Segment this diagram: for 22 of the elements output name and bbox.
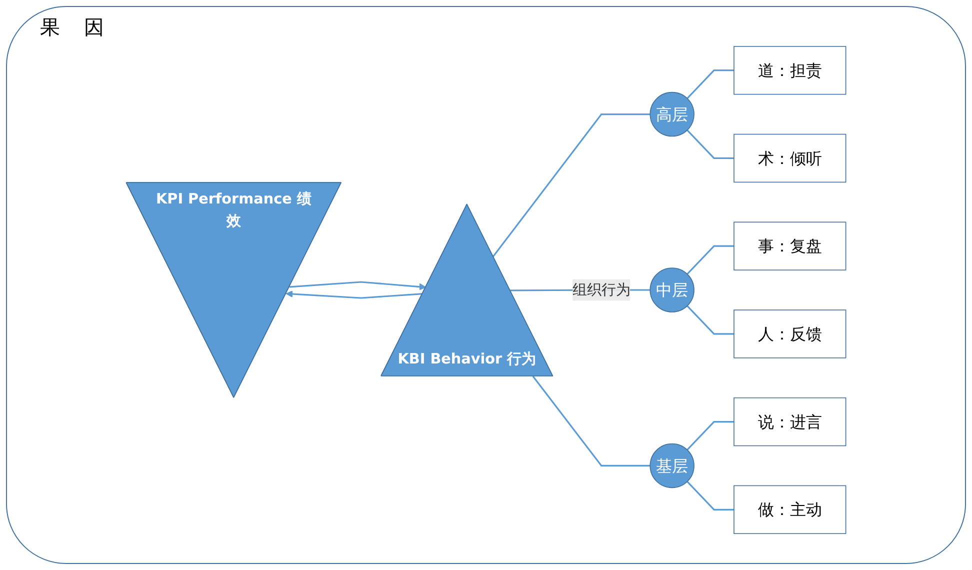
note-text: 因 (84, 14, 104, 41)
edge-label: 组织行为 (572, 282, 630, 298)
node-box: 道：担责 (734, 46, 846, 95)
node-box: 做：主动 (734, 485, 846, 534)
connector (686, 305, 734, 335)
connector (686, 481, 734, 510)
connector (686, 245, 734, 275)
arrow (286, 290, 423, 299)
node-circle: 高层 (650, 92, 694, 137)
note-text: 果 (40, 14, 60, 41)
connector (492, 113, 650, 257)
node-box: 事：复盘 (734, 222, 846, 270)
node-box: 术：倾听 (734, 134, 846, 183)
connector (686, 130, 734, 159)
connector (686, 421, 734, 450)
connector (532, 376, 650, 467)
node-box: 说：进言 (734, 397, 846, 446)
node-box: 人：反馈 (734, 310, 846, 358)
node-circle: 基层 (650, 443, 694, 488)
connector (686, 70, 734, 99)
arrow (289, 281, 426, 290)
node-circle: 中层 (650, 268, 694, 312)
